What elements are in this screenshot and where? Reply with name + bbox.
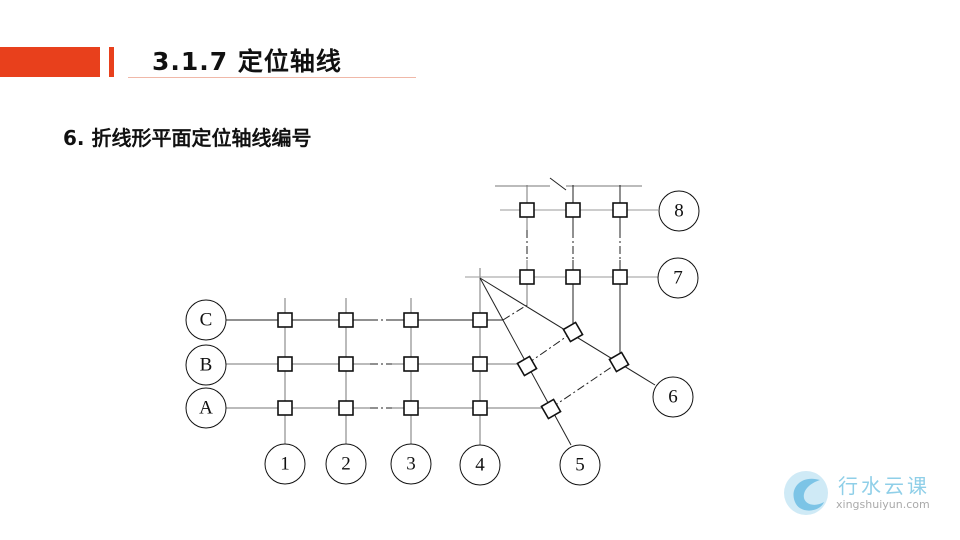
watermark-logo: 行水云课 xingshuiyun.com [780,468,940,518]
axis-label-c: C [200,310,213,331]
axis-label-2: 2 [341,454,351,475]
axis-label-b: B [200,355,213,376]
axis-label-6: 6 [668,387,678,408]
axis-label-a: A [199,398,213,419]
title-accent-bar [0,47,100,77]
axis-label-1: 1 [280,454,290,475]
section-heading: 6. 折线形平面定位轴线编号 [63,126,312,150]
title-accent-stripe [109,47,114,77]
slide-title: 3.1.7 定位轴线 [152,47,342,76]
title-underline [128,77,416,78]
axis-label-5: 5 [575,455,585,476]
column-markers [277,202,630,420]
axis-label-7: 7 [673,268,683,289]
axis-label-8: 8 [674,201,684,222]
logo-url: xingshuiyun.com [836,498,930,511]
axis-label-4: 4 [475,455,485,476]
axis-bubbles [185,190,700,486]
wave-logo-icon [784,471,828,515]
logo-name: 行水云课 [838,474,930,498]
axis-label-3: 3 [406,454,416,475]
